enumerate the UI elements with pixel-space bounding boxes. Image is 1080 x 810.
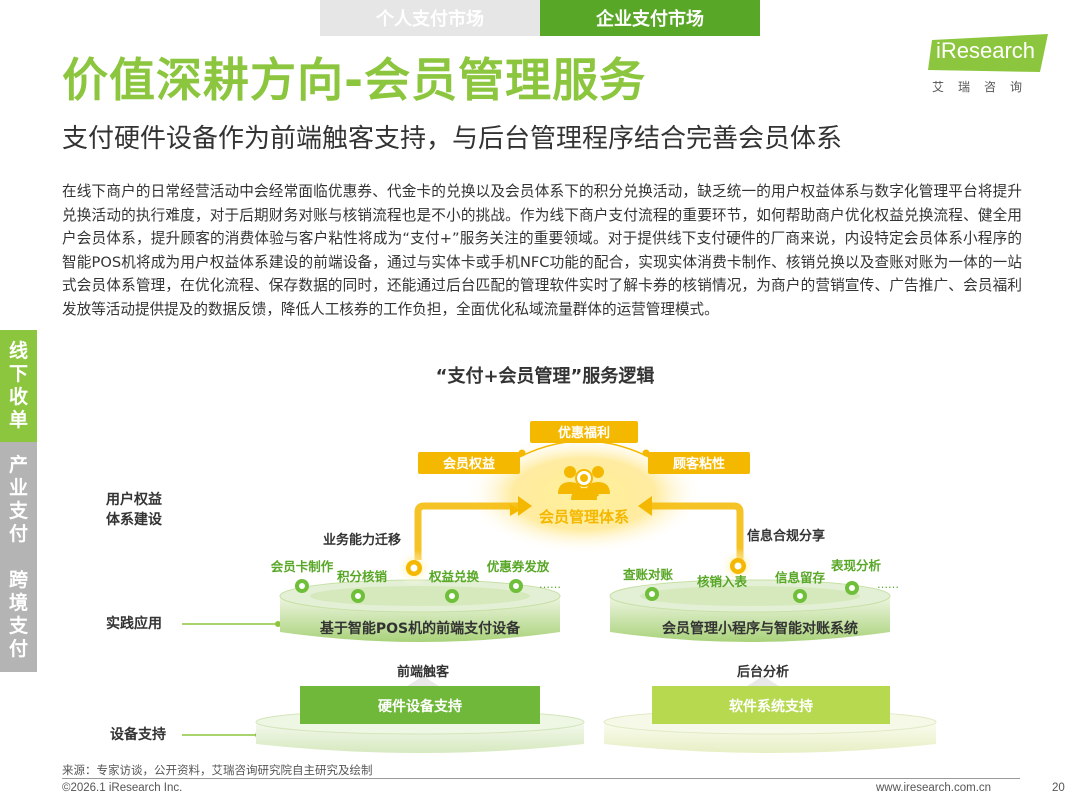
side-nav-char: 支 [8,614,28,637]
right-item-more: …… [877,578,899,591]
side-nav-char: 下 [8,363,28,385]
tab-enterprise-payment[interactable]: 企业支付市场 [540,0,760,36]
left-item-coupon: 优惠券发放 [487,559,550,574]
logo-shape [928,34,1048,72]
footer-divider [62,778,1020,779]
row-label-user-rights-1: 用户权益 [106,491,162,508]
tag-dot [518,449,526,457]
arrow-share-label: 信息合规分享 [747,528,825,544]
left-item-card: 会员卡制作 [271,559,334,574]
body-paragraph: 在线下商户的日常经营活动中会经常面临优惠券、代金卡的兑换以及会员体系下的积分兑换… [62,183,1022,318]
right-item-retain: 信息留存 [775,570,826,585]
side-nav-char: 业 [8,476,28,499]
right-item-reconcile: 查账对账 [622,567,674,582]
side-nav-cross-border-payment[interactable]: 跨境支付 [0,557,37,672]
side-nav-char: 付 [8,637,28,660]
left-item-more: …… [539,578,561,591]
member-management-system: 会员管理体系 [539,508,629,526]
side-nav-char: 境 [8,591,28,614]
tab-personal-payment[interactable]: 个人支付市场 [320,0,540,36]
side-nav-industry-payment[interactable]: 产业支付 [0,442,37,557]
left-platform [279,579,561,642]
side-nav-char: 收 [8,386,28,408]
tag-benefit: 优惠福利 [558,425,610,441]
row-label-user-rights-2: 体系建设 [106,511,163,528]
copyright: ©2026.1 iResearch Inc. [62,782,183,794]
tag-benefit-box [530,421,638,443]
left-base [255,686,585,753]
right-item-pins [645,548,859,603]
side-nav-char: 跨 [8,568,28,591]
iresearch-logo: iResearch 艾瑞咨询 [928,34,1050,98]
source-note: 来源：专家访谈，公开资料，艾瑞咨询研究院自主研究及绘制 [62,763,373,777]
tag-stickiness: 顾客粘性 [673,456,725,472]
left-base-label: 硬件设备支持 [378,698,462,715]
website-link[interactable]: www.iresearch.com.cn [876,782,992,794]
left-platform-label: 基于智能POS机的前端支付设备 [320,620,521,637]
side-nav-char: 付 [8,522,28,545]
tag-stickiness-box [648,452,750,474]
share-arrow [650,502,744,560]
side-nav-char: 单 [8,409,28,431]
side-nav-offline-acquiring[interactable]: 线下收单 [0,330,37,442]
arrow-migrate-label: 业务能力迁移 [323,532,401,548]
page-subtitle: 支付硬件设备作为前端触客支持，与后台管理程序结合完善会员体系 [62,124,843,154]
logo-subtitle: 艾瑞咨询 [932,80,1037,94]
arrow-back-analysis-label: 后台分析 [737,664,789,680]
row-label-practice: 实践应用 [106,615,162,632]
arrow-front-touch-label: 前端触客 [397,664,450,680]
right-platform-label: 会员管理小程序与智能对账系统 [662,620,858,637]
left-item-redeem: 权益兑换 [428,569,480,584]
logo-text: iResearch [936,38,1036,63]
tag-rights-box [418,452,520,474]
left-item-points: 积分核销 [337,569,388,584]
left-item-pins [295,550,523,603]
right-base [603,686,937,753]
migrate-arrow [414,502,520,560]
side-nav-char: 产 [8,453,28,476]
diagram-title: “支付+会员管理”服务逻辑 [435,366,655,387]
right-item-analysis: 表现分析 [830,558,882,573]
right-platform [609,579,891,642]
right-item-writeoff: 核销入表 [697,574,748,589]
tag-dot [642,449,650,457]
page-title: 价值深耕方向-会员管理服务 [62,53,647,107]
right-base-label: 软件系统支持 [729,698,813,715]
tag-rights: 会员权益 [443,456,495,472]
member-group-icon [558,466,610,500]
side-nav-char: 支 [8,499,28,522]
page-number: 20 [1052,782,1065,794]
side-nav-char: 线 [8,340,28,362]
row-label-device: 设备支持 [110,726,166,743]
